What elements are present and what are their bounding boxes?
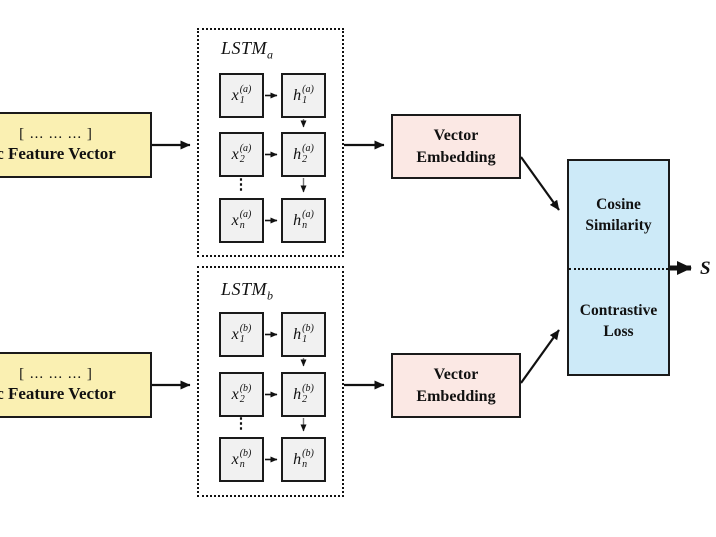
lstm-a-label-base: LSTM bbox=[221, 38, 268, 58]
lstm-b-label: LSTMb bbox=[221, 279, 274, 304]
similarity-loss-box: Cosine Similarity Contrastive Loss bbox=[567, 159, 670, 376]
vector-embedding-b-line2: Embedding bbox=[416, 387, 496, 405]
lstm-a-hn-cell: h(a)n bbox=[281, 198, 326, 243]
lstm-b-label-base: LSTM bbox=[221, 279, 268, 299]
lstm-a-x1-cell: x(a)1 bbox=[219, 73, 264, 118]
lstm-b-label-sub: b bbox=[267, 288, 274, 303]
lstm-a-label: LSTMa bbox=[221, 38, 274, 63]
feature-vector-label-a: c Feature Vector bbox=[0, 144, 116, 164]
similarity-score-label: S bbox=[700, 258, 711, 279]
feature-vector-label-b: c Feature Vector bbox=[0, 384, 116, 404]
lstm-b-x2-cell: x(b)2 bbox=[219, 372, 264, 417]
vector-embedding-a-line1: Vector bbox=[433, 126, 479, 144]
lstm-b-vertical-dots: ⋮ bbox=[233, 416, 249, 432]
cosine-similarity-section: Cosine Similarity bbox=[585, 195, 652, 234]
vector-embedding-b-line1: Vector bbox=[433, 365, 479, 383]
lstm-b-h2-cell: h(b)2 bbox=[281, 372, 326, 417]
lstm-b-h1-cell: h(b)1 bbox=[281, 312, 326, 357]
arrow-embedding-a-to-output bbox=[520, 156, 560, 211]
vector-embedding-b-box: Vector Embedding bbox=[391, 353, 521, 418]
lstm-a-h1-cell: h(a)1 bbox=[281, 73, 326, 118]
input-feature-vector-b: [ ... ... ... ] c Feature Vector bbox=[0, 352, 152, 418]
lstm-a-container bbox=[197, 28, 344, 257]
feature-vector-ellipsis-a: [ ... ... ... ] bbox=[19, 126, 93, 143]
lstm-b-x1-cell: x(b)1 bbox=[219, 312, 264, 357]
contrastive-loss-section: Contrastive Loss bbox=[579, 302, 658, 340]
arrow-embedding-b-to-output bbox=[520, 329, 560, 384]
lstm-a-x2-cell: x(a)2 bbox=[219, 132, 264, 177]
output-box-divider bbox=[569, 268, 668, 270]
lstm-b-hn-cell: h(b)n bbox=[281, 437, 326, 482]
feature-vector-ellipsis-b: [ ... ... ... ] bbox=[19, 366, 93, 383]
lstm-a-xn-cell: x(a)n bbox=[219, 198, 264, 243]
lstm-b-xn-cell: x(b)n bbox=[219, 437, 264, 482]
vector-embedding-a-line2: Embedding bbox=[416, 148, 496, 166]
input-feature-vector-a: [ ... ... ... ] c Feature Vector bbox=[0, 112, 152, 178]
lstm-a-vertical-dots: ⋮ bbox=[233, 177, 249, 193]
lstm-b-container bbox=[197, 266, 344, 497]
vector-embedding-a-box: Vector Embedding bbox=[391, 114, 521, 179]
lstm-a-label-sub: a bbox=[267, 47, 274, 62]
lstm-a-h2-cell: h(a)2 bbox=[281, 132, 326, 177]
